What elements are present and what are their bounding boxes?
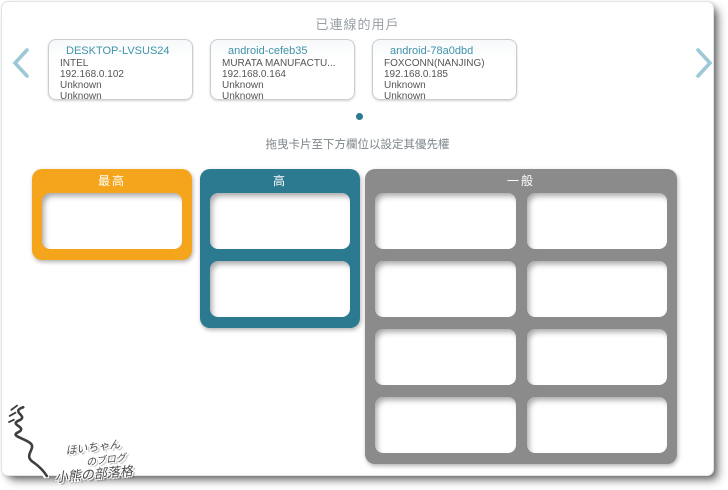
priority-drop-slot[interactable]: [526, 397, 667, 453]
priority-column-high: 高: [200, 169, 360, 328]
chevron-left-icon: [9, 47, 33, 79]
client-detail: Unknown: [222, 80, 264, 91]
client-card[interactable]: android-cefeb35 MURATA MANUFACTU... 192.…: [210, 39, 355, 100]
carousel-next-button[interactable]: [692, 47, 716, 79]
priority-drop-slot[interactable]: [375, 397, 516, 453]
client-detail: Unknown: [384, 80, 426, 91]
priority-drop-slot[interactable]: [375, 329, 516, 385]
priority-slot-group: [200, 193, 360, 328]
client-vendor: INTEL: [60, 58, 89, 69]
priority-drop-slot[interactable]: [526, 193, 667, 249]
client-ip: 192.168.0.102: [60, 69, 124, 80]
priority-drop-slot[interactable]: [210, 261, 350, 317]
client-card[interactable]: DESKTOP-LVSUS24 INTEL 192.168.0.102 Unkn…: [48, 39, 193, 100]
priority-drop-slot[interactable]: [375, 193, 516, 249]
client-name: android-78a0dbd: [390, 45, 474, 57]
priority-column-highest: 最高: [32, 169, 192, 260]
priority-column-label: 高: [272, 174, 287, 188]
priority-slot-group: [365, 193, 677, 464]
client-name: DESKTOP-LVSUS24: [66, 45, 170, 57]
priority-drop-slot[interactable]: [375, 261, 516, 317]
client-detail: Unknown: [222, 91, 264, 100]
client-vendor: MURATA MANUFACTU...: [222, 58, 336, 69]
page-title: 已連線的用戶: [315, 17, 400, 32]
client-name: android-cefeb35: [228, 45, 308, 57]
priority-slot-group: [32, 193, 192, 260]
client-card[interactable]: android-78a0dbd FOXCONN(NANJING) 192.168…: [372, 39, 517, 100]
client-detail: Unknown: [60, 80, 102, 91]
priority-column-label: 一般: [506, 174, 535, 188]
connected-clients-list: DESKTOP-LVSUS24 INTEL 192.168.0.102 Unkn…: [48, 39, 517, 100]
pagination-dot[interactable]: [356, 113, 363, 120]
priority-column-normal: 一般: [365, 169, 677, 464]
chevron-right-icon: [692, 47, 716, 79]
client-detail: Unknown: [60, 91, 102, 100]
client-ip: 192.168.0.185: [384, 69, 448, 80]
carousel-prev-button[interactable]: [9, 47, 33, 79]
client-vendor: FOXCONN(NANJING): [384, 58, 485, 69]
priority-drop-slot[interactable]: [526, 329, 667, 385]
drag-instruction: 拖曳卡片至下方欄位以設定其優先權: [265, 139, 450, 151]
priority-drop-slot[interactable]: [210, 193, 350, 249]
priority-drop-slot[interactable]: [526, 261, 667, 317]
priority-column-label: 最高: [97, 174, 126, 188]
priority-drop-slot[interactable]: [42, 193, 182, 249]
priority-columns: 最高 高 一般: [32, 169, 677, 464]
page-frame: 已連線的用戶 DESKTOP-LVSUS24 INTEL 192.168.0.1…: [1, 1, 714, 476]
client-ip: 192.168.0.164: [222, 69, 286, 80]
client-detail: Unknown: [384, 91, 426, 100]
